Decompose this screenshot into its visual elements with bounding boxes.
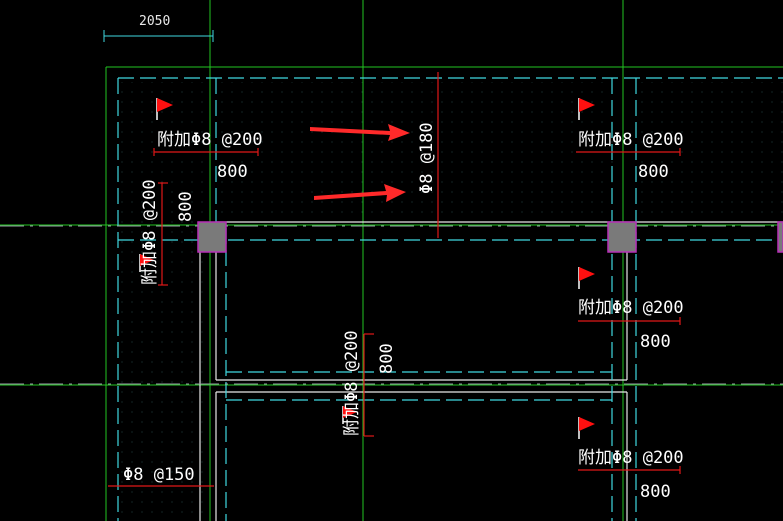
flag-marker-icon (578, 417, 595, 439)
axis-dash-lines (117, 77, 783, 521)
flag-marker-icon (578, 98, 595, 120)
arrow-right-icon (310, 124, 410, 141)
flag-marker-icon (139, 254, 154, 272)
flag-marker-icon (342, 406, 357, 424)
label-bottom-right-add: 附加Φ8 @200 (578, 448, 684, 468)
column-right (607, 221, 637, 253)
label-center-main: Φ8 @180 (417, 122, 437, 194)
label-bottom-right-len: 800 (640, 482, 671, 502)
dimension-2050 (103, 30, 214, 42)
dimension-label: 2050 (139, 14, 170, 29)
label-mid-right-len: 800 (640, 332, 671, 352)
rebar-lines (108, 72, 681, 487)
column-edge-right (777, 221, 783, 253)
arrow-right-icon (314, 184, 406, 202)
column-left (197, 221, 227, 253)
label-top-left-len: 800 (217, 162, 248, 182)
label-bottom-left: Φ8 @150 (123, 465, 195, 485)
label-top-right-len: 800 (638, 162, 669, 182)
label-left-vertical-add: 附加Φ8 @200 (140, 179, 160, 285)
label-center-vertical-len: 800 (377, 343, 397, 374)
flag-marker-icon (156, 98, 173, 120)
label-center-vertical-add: 附加Φ8 @200 (342, 330, 362, 436)
slab-hatch-regions (120, 82, 783, 518)
label-top-right-add: 附加Φ8 @200 (578, 130, 684, 150)
flag-marker-icon (578, 267, 595, 289)
label-top-left-add: 附加Φ8 @200 (157, 130, 263, 150)
columns (197, 221, 783, 253)
label-mid-right-add: 附加Φ8 @200 (578, 298, 684, 318)
label-left-vertical-len: 800 (176, 191, 196, 222)
axis-dashdot-lines (0, 225, 783, 385)
